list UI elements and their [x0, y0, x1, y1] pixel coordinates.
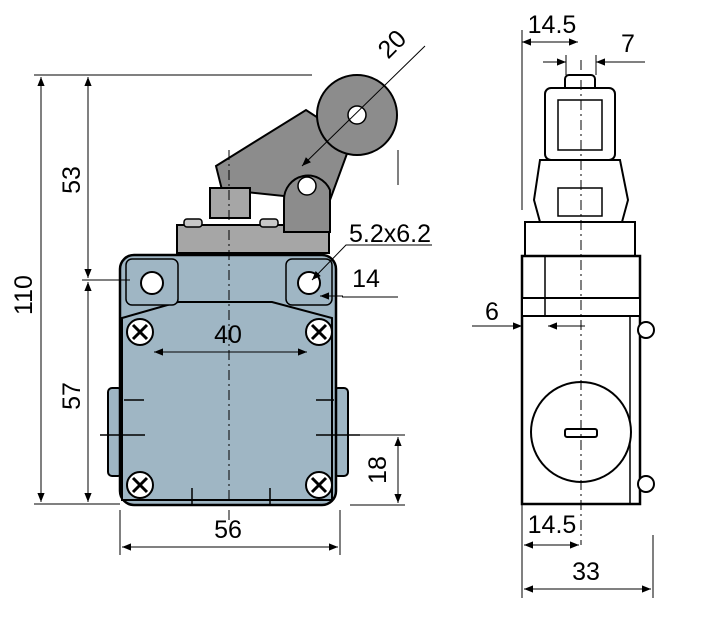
head-plate-screw-left — [183, 218, 203, 228]
roller-axle — [347, 105, 367, 125]
dim-base-center-offset: 14.5 — [528, 511, 577, 539]
dim-height-total: 110 — [10, 275, 38, 315]
dim-side-offset: 18 — [364, 456, 392, 484]
side-bump-top — [637, 321, 655, 339]
dim-roller-diameter: 20 — [373, 25, 412, 64]
dim-plate-offset: 6 — [485, 298, 499, 326]
dim-hole-spacing: 40 — [214, 321, 242, 349]
plunger — [209, 187, 251, 219]
dim-height-upper: 53 — [58, 166, 86, 194]
lever-pivot — [297, 176, 317, 196]
cover-tick-marks — [100, 399, 360, 505]
mount-hole-left — [140, 271, 164, 295]
dim-height-lower: 57 — [58, 382, 86, 410]
side-view — [520, 60, 655, 545]
side-bump-bottom — [637, 475, 655, 493]
side-plunger — [557, 187, 603, 217]
dim-hole-edge-offset: 14 — [352, 265, 380, 293]
dim-width: 56 — [214, 516, 242, 544]
side-cover-edge — [544, 256, 631, 504]
cover-screw-bottom-left — [126, 471, 154, 499]
head-plate-screw-right — [259, 218, 279, 228]
cover-screw-top-right — [305, 318, 333, 346]
cover-screw-bottom-right — [305, 471, 333, 499]
dim-slot: 5.2x6.2 — [349, 220, 431, 248]
dimension-lines — [34, 30, 654, 598]
side-head-plate — [524, 221, 636, 257]
dimension-labels: 20 5.2x6.2 14 40 110 53 57 56 18 14.5 7 … — [10, 11, 635, 586]
dim-roller-center-offset: 14.5 — [528, 11, 577, 39]
side-fork-inner — [557, 99, 603, 151]
dim-depth: 33 — [572, 558, 600, 586]
lever-pivot-boss — [282, 174, 331, 233]
cover-screw-top-left — [126, 318, 154, 346]
dim-roller-width: 7 — [621, 30, 635, 58]
